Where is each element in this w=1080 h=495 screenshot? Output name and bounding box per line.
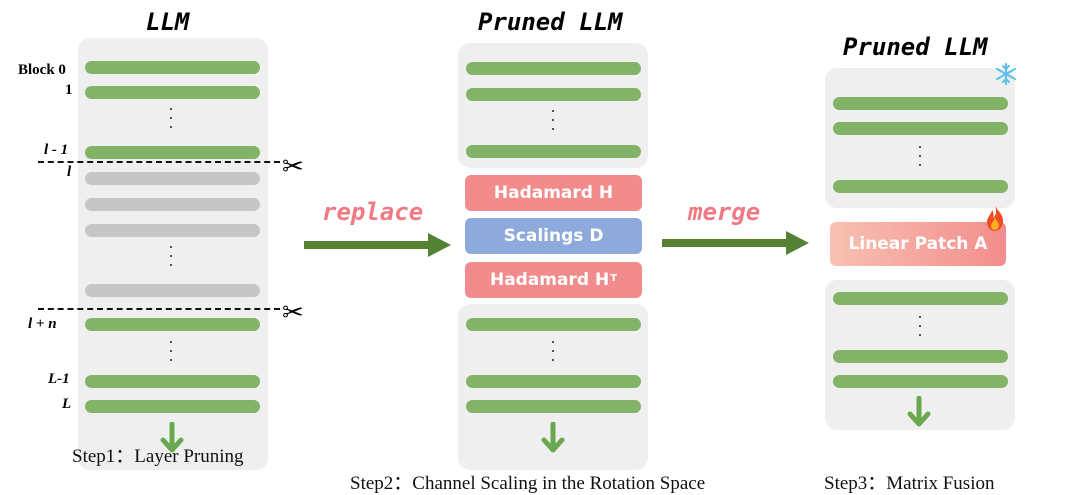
block	[466, 88, 641, 101]
fire-icon	[987, 205, 1003, 231]
step1-panel	[78, 38, 268, 470]
block	[833, 350, 1008, 363]
right-arrow-icon	[662, 231, 809, 255]
block-l-plus-n	[85, 318, 260, 331]
scalings-d-label: Scalings D	[503, 226, 604, 246]
label-L-minus-1: L-1	[48, 371, 70, 387]
label-block-0: Block 0	[18, 62, 66, 78]
label-l: l	[67, 164, 72, 180]
pruned-block	[85, 172, 260, 185]
transpose-superscript: T	[610, 272, 618, 284]
pruned-block	[85, 224, 260, 237]
ellipsis-dots	[169, 246, 173, 273]
block	[833, 97, 1008, 110]
label-1: 1	[65, 82, 73, 98]
merge-label: merge	[688, 198, 761, 226]
step2-title: Pruned LLM	[478, 8, 623, 36]
block	[833, 375, 1008, 388]
replace-label: replace	[322, 198, 424, 226]
pruned-block	[85, 284, 260, 297]
ellipsis-dots	[551, 341, 555, 368]
down-arrow-icon	[160, 422, 184, 453]
ellipsis-dots	[918, 316, 922, 343]
hadamard-h-label: Hadamard H	[493, 183, 614, 203]
ellipsis-dots	[918, 146, 922, 173]
ellipsis-dots	[551, 110, 555, 137]
block	[833, 292, 1008, 305]
ellipsis-dots	[169, 108, 173, 135]
down-arrow-icon	[541, 422, 565, 453]
label-l-plus-n: l + n	[28, 316, 57, 332]
step3-caption: Step3：Matrix Fusion	[824, 473, 995, 494]
ellipsis-dots	[169, 341, 173, 368]
scalings-d-box: Scalings D	[465, 218, 642, 254]
right-arrow-icon	[304, 233, 451, 257]
block-L	[85, 400, 260, 413]
label-l-minus-1: l - 1	[44, 142, 69, 158]
pruned-block	[85, 198, 260, 211]
block	[833, 180, 1008, 193]
block	[466, 375, 641, 388]
block-0	[85, 61, 260, 74]
block	[466, 318, 641, 331]
block	[466, 145, 641, 158]
step2-caption: Step2：Channel Scaling in the Rotation Sp…	[350, 473, 706, 494]
step1-caption: Step1：Layer Pruning	[72, 446, 244, 467]
linear-patch-a-box: Linear Patch A	[830, 222, 1006, 266]
block	[833, 122, 1008, 135]
scissors-icon: ✂	[282, 298, 304, 328]
block	[466, 400, 641, 413]
cut-line-top	[38, 161, 280, 163]
snowflake-icon	[996, 63, 1016, 85]
block	[466, 62, 641, 75]
step3-title: Pruned LLM	[843, 33, 988, 61]
hadamard-ht-label: Hadamard H	[489, 270, 610, 290]
cut-line-bottom	[38, 308, 280, 310]
down-arrow-icon	[907, 396, 931, 427]
hadamard-h-box: Hadamard H	[465, 175, 642, 211]
step1-title: LLM	[146, 8, 190, 36]
label-L: L	[62, 396, 72, 412]
scissors-icon: ✂	[282, 152, 304, 182]
block-l-minus-1	[85, 146, 260, 159]
linear-patch-a-label: Linear Patch A	[848, 234, 988, 254]
block-1	[85, 86, 260, 99]
block-L-minus-1	[85, 375, 260, 388]
